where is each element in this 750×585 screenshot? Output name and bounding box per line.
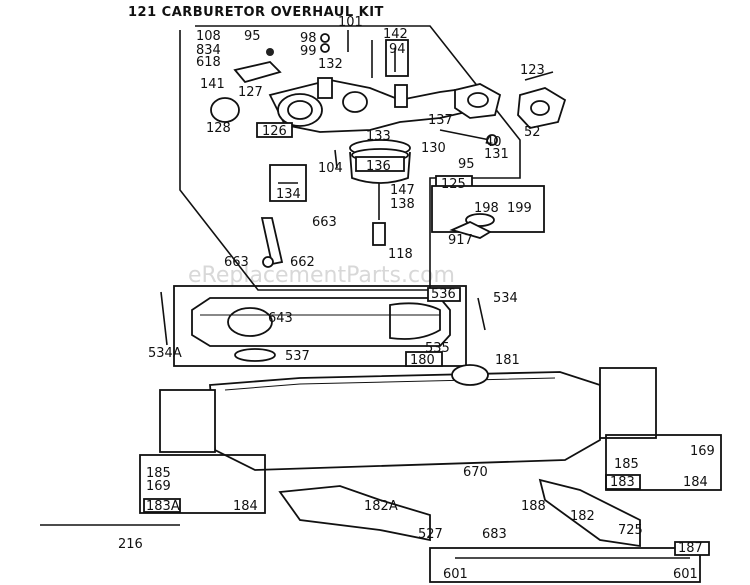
label-534: 534 <box>493 291 518 306</box>
label-104: 104 <box>318 161 343 176</box>
label-663b: 663 <box>224 255 249 270</box>
label-834: 834 <box>196 43 221 58</box>
label-147: 147 <box>390 183 415 198</box>
label-134: 134 <box>276 187 301 202</box>
label-601b: 601 <box>673 567 698 582</box>
label-182A: 182A <box>364 499 398 514</box>
right-bracket-group <box>605 434 722 491</box>
label-169b: 169 <box>690 444 715 459</box>
label-670: 670 <box>463 465 488 480</box>
label-133: 133 <box>366 129 391 144</box>
air-cleaner <box>191 297 451 347</box>
part-537 <box>234 348 276 362</box>
diagram-title: 121 CARBURETOR OVERHAUL KIT <box>128 5 384 20</box>
box-94 <box>385 39 409 77</box>
left-bracket-group <box>139 454 266 514</box>
label-534A: 534A <box>148 346 182 361</box>
air-cleaner-outline <box>173 285 467 367</box>
label-95: 95 <box>244 29 261 44</box>
carburetor-body <box>268 77 502 133</box>
label-683: 683 <box>482 527 507 542</box>
label-108: 108 <box>196 29 221 44</box>
label-537: 537 <box>285 349 310 364</box>
watermark: eReplacementParts.com <box>188 263 455 288</box>
box-536 <box>427 287 461 302</box>
label-662: 662 <box>290 255 315 270</box>
bolt-534 <box>477 297 486 331</box>
label-199: 199 <box>507 201 532 216</box>
label-725: 725 <box>618 523 643 538</box>
label-141: 141 <box>200 77 225 92</box>
label-95b: 95 <box>458 157 475 172</box>
box-136 <box>355 156 405 172</box>
label-185b: 185 <box>614 457 639 472</box>
box-126 <box>256 122 293 138</box>
label-99: 99 <box>300 44 317 59</box>
label-216: 216 <box>118 537 143 552</box>
label-127: 127 <box>238 85 263 100</box>
label-142: 142 <box>383 27 408 42</box>
label-126: 126 <box>262 124 287 139</box>
label-527: 527 <box>418 527 443 542</box>
label-128: 128 <box>206 121 231 136</box>
bolt-534A <box>160 291 168 346</box>
kit-outline <box>179 25 521 291</box>
strap-182A <box>278 485 431 542</box>
label-169a: 169 <box>146 479 171 494</box>
label-536: 536 <box>431 287 456 302</box>
jet-118 <box>372 222 386 246</box>
label-181: 181 <box>495 353 520 368</box>
label-184b: 184 <box>683 475 708 490</box>
label-101: 101 <box>338 15 363 30</box>
label-663a: 663 <box>312 215 337 230</box>
label-643: 643 <box>268 311 293 326</box>
link-662 <box>260 217 284 266</box>
label-130: 130 <box>421 141 446 156</box>
label-180: 180 <box>410 353 435 368</box>
label-136: 136 <box>366 159 391 174</box>
label-118: 118 <box>388 247 413 262</box>
box-601-group <box>429 547 701 583</box>
part-128 <box>210 97 240 123</box>
label-618: 618 <box>196 55 221 70</box>
box-180 <box>405 351 443 367</box>
float-bowl <box>349 139 411 184</box>
label-123: 123 <box>520 63 545 78</box>
strap-182 <box>538 478 641 548</box>
label-198: 198 <box>474 201 499 216</box>
label-188: 188 <box>521 499 546 514</box>
fuel-tank <box>159 351 657 471</box>
box-183A <box>143 498 181 513</box>
label-138: 138 <box>390 197 415 212</box>
label-125: 125 <box>441 177 466 192</box>
label-132: 132 <box>318 57 343 72</box>
label-137: 137 <box>428 113 453 128</box>
label-187: 187 <box>678 541 703 556</box>
label-917: 917 <box>448 233 473 248</box>
label-535: 535 <box>425 341 450 356</box>
label-52: 52 <box>524 125 541 140</box>
label-184a: 184 <box>233 499 258 514</box>
screw-123 <box>524 71 554 81</box>
label-131: 131 <box>484 147 509 162</box>
label-182: 182 <box>570 509 595 524</box>
box-187 <box>674 541 710 556</box>
label-40: 40 <box>485 135 502 150</box>
label-183A: 183A <box>146 499 180 514</box>
label-183: 183 <box>610 475 635 490</box>
label-185a: 185 <box>146 466 171 481</box>
label-98: 98 <box>300 31 317 46</box>
label-94: 94 <box>389 42 406 57</box>
part-917 <box>449 221 492 239</box>
label-601a: 601 <box>443 567 468 582</box>
